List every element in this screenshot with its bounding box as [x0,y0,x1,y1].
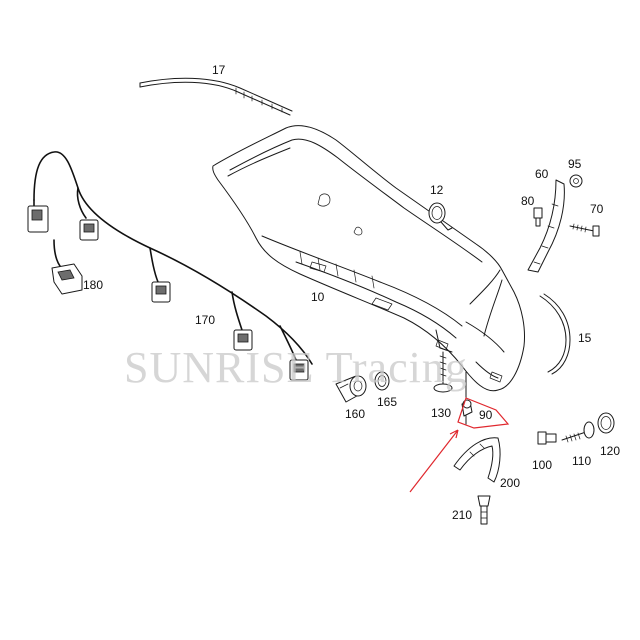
label-160: 160 [345,407,365,421]
label-90: 90 [479,408,493,422]
part-120-ring [597,412,615,434]
label-70: 70 [590,202,604,216]
part-70-screw [569,223,600,237]
part-100-bolt [537,431,557,445]
label-210: 210 [452,508,472,522]
label-80: 80 [521,194,535,208]
label-180: 180 [83,278,103,292]
label-100: 100 [532,458,552,472]
part-160-sensor [335,375,367,403]
label-110: 110 [572,454,591,468]
part-110-screw [561,421,595,443]
part-165-ring [374,371,390,391]
label-165: 165 [377,395,397,409]
highlight-outline [457,397,510,429]
label-95: 95 [568,157,582,171]
highlight-arrow [409,429,459,493]
label-10: 10 [311,290,325,304]
harness-connectors [27,205,309,381]
part-90-clip [461,399,473,425]
label-15: 15 [578,331,592,345]
watermark: SUNRISE Tracing [124,343,468,392]
part-95-nut [569,174,583,188]
part-180-clip [51,263,83,295]
part-130-screw [433,351,467,399]
label-120: 120 [600,444,620,458]
part-10-bumper-cover [212,125,525,392]
label-200: 200 [500,476,520,490]
part-12-cap [428,202,453,231]
label-170: 170 [195,313,215,327]
label-12: 12 [430,183,444,197]
label-130: 130 [431,406,451,420]
part-17-trim-strip [139,77,293,116]
part-60-bracket [527,179,565,273]
label-60: 60 [535,167,549,181]
label-17: 17 [212,63,226,77]
part-200-bracket [453,437,501,483]
part-80-clip [533,207,543,227]
part-210-push-clip [477,495,491,525]
part-15-side-trim [539,293,571,375]
